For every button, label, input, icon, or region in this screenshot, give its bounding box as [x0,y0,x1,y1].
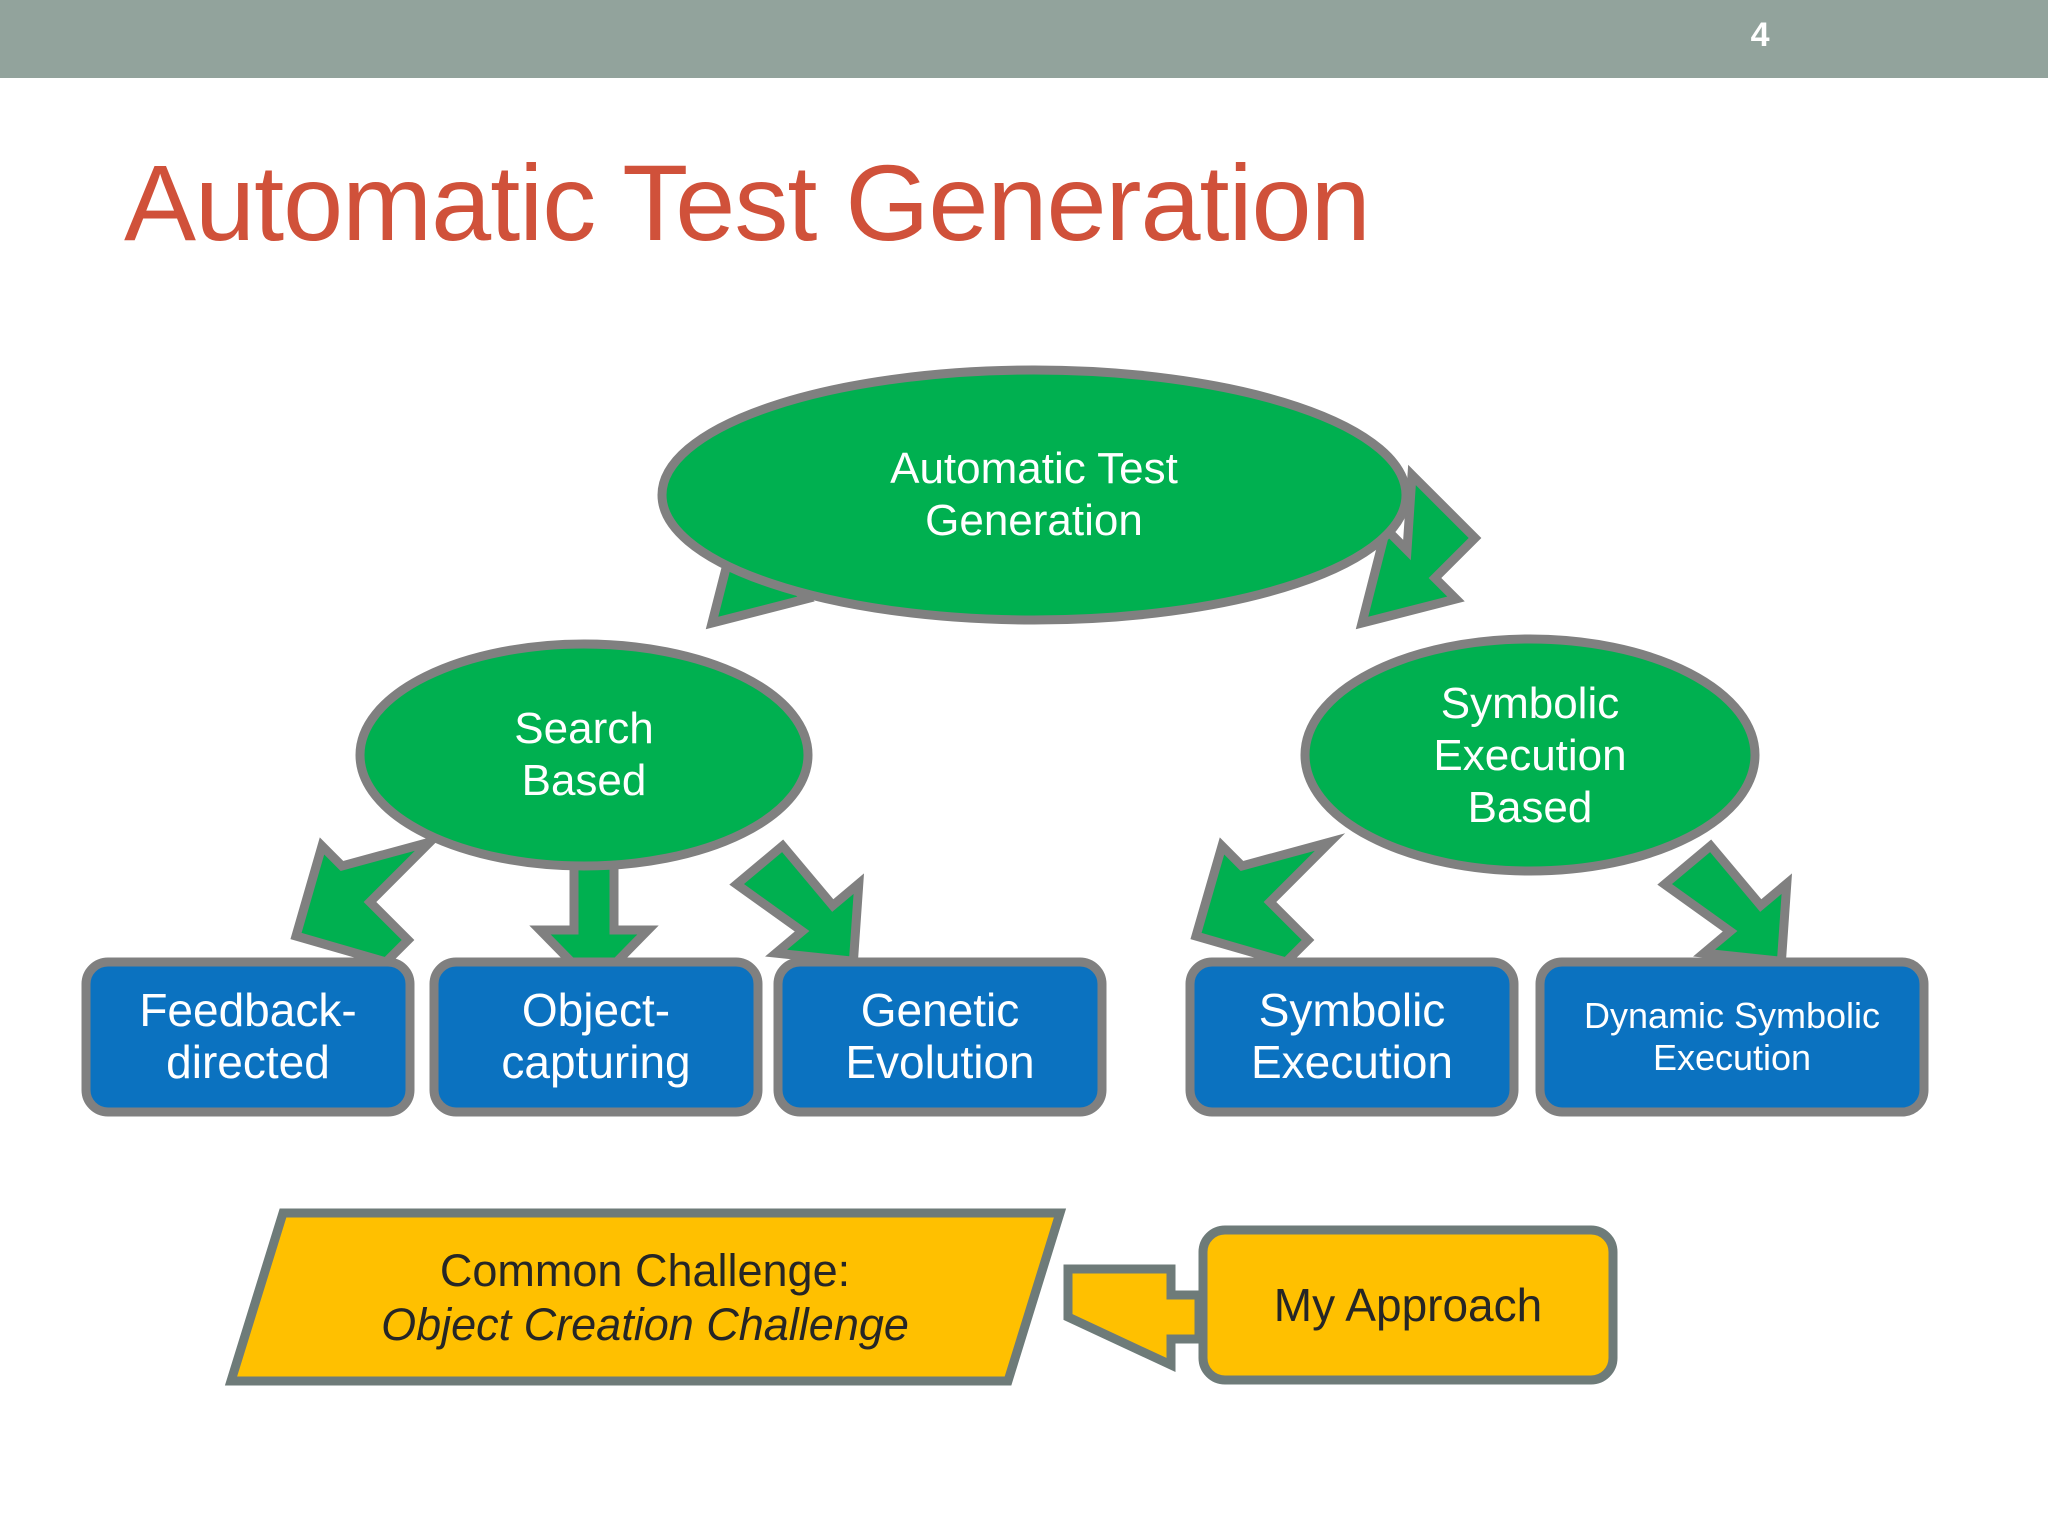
arrow-search-to-feedback-directed [290,833,446,968]
node-common-challenge [224,1208,1067,1386]
node-my-approach [1198,1225,1618,1385]
node-feedback-directed [81,957,415,1117]
node-symbolic-execution-based [1300,634,1760,876]
node-symbolic-execution [1185,957,1519,1117]
node-automatic-test-generation [657,365,1411,625]
node-search-based [355,639,813,871]
node-dynamic-symbolic-execution [1535,957,1929,1117]
connector-approach-to-challenge [1063,1264,1204,1373]
slide-header-bar [0,0,2048,78]
node-genetic-evolution [773,957,1107,1117]
page-number: 4 [1750,16,1770,54]
arrow-symbolic-to-symbolic-execution [1190,833,1346,968]
page-title: Automatic Test Generation [124,142,1371,263]
arrow-symbolic-to-dynamic-symbolic-execution [1657,839,1793,967]
arrow-search-to-genetic-evolution [729,839,865,967]
arrow-root-to-symbolic-based [1355,464,1482,630]
node-object-capturing [429,957,763,1117]
